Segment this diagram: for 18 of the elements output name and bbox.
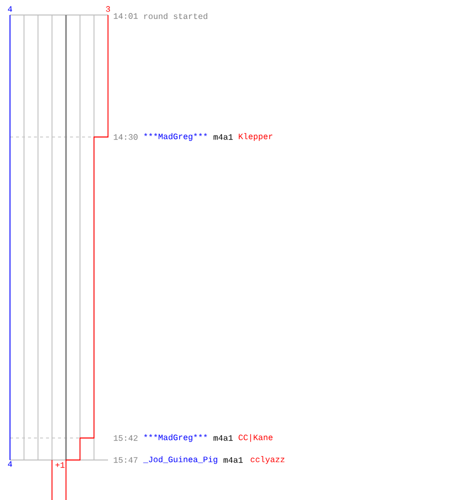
time-label: 15:42 bbox=[114, 435, 138, 441]
score-number: 4 bbox=[8, 461, 12, 467]
player-name: cclyazz bbox=[250, 456, 284, 464]
score-change: +1 bbox=[56, 462, 65, 468]
player-name: CC|Kane bbox=[238, 434, 273, 442]
event-text: round started bbox=[144, 12, 208, 20]
player-name: ***MadGreg*** bbox=[144, 434, 207, 442]
score-number: 3 bbox=[106, 6, 110, 12]
player-name: ***MadGreg*** bbox=[144, 133, 207, 141]
player-name: _Jod_Guinea_Pig bbox=[143, 456, 218, 464]
weapon-label: m4a1 bbox=[214, 134, 233, 140]
score-number: 4 bbox=[8, 6, 12, 12]
time-label: 14:01 bbox=[114, 13, 138, 19]
time-label: 15:47 bbox=[114, 457, 138, 463]
weapon-label: m4a1 bbox=[214, 435, 233, 441]
weapon-label: m4a1 bbox=[224, 457, 243, 463]
time-label: 14:30 bbox=[114, 134, 138, 140]
player-name: Klepper bbox=[238, 133, 272, 141]
